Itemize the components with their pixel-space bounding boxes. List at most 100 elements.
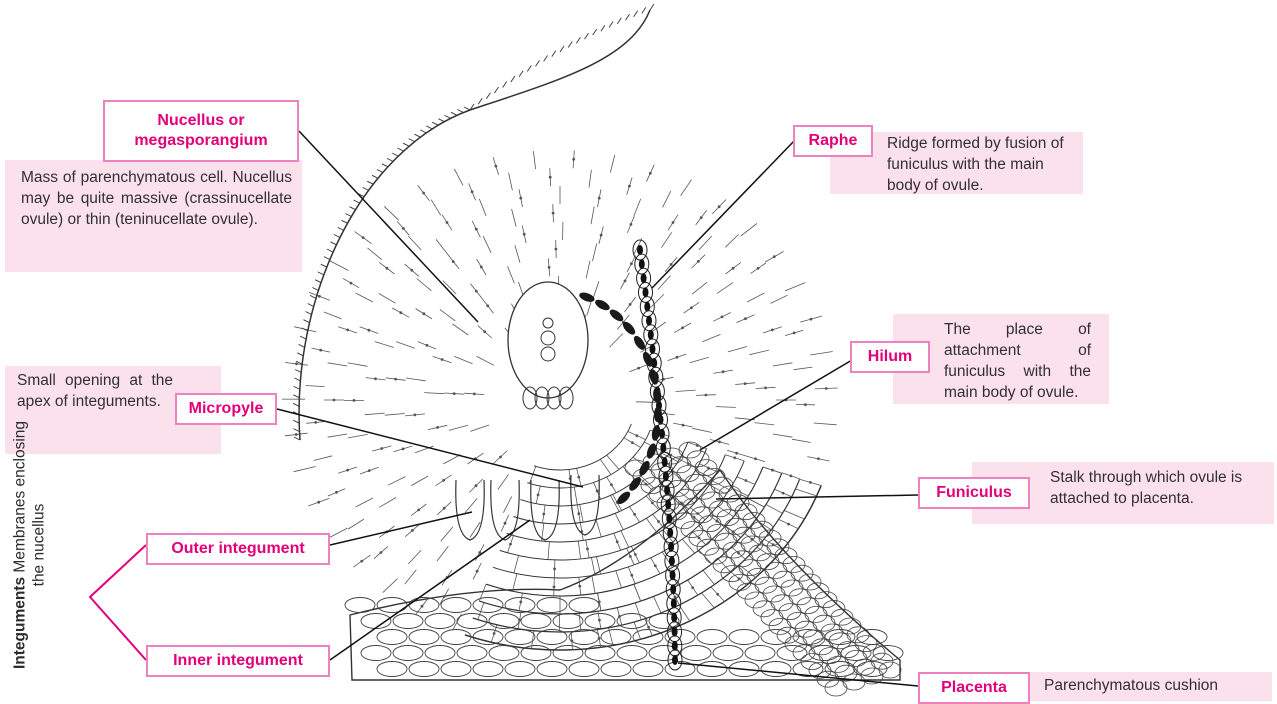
cell-nucleus (680, 502, 683, 505)
strand-cell-nucleus (663, 471, 669, 481)
cell-wall (443, 455, 460, 464)
epidermal-hair (306, 312, 312, 315)
cell-nucleus (333, 399, 336, 402)
cell-layer-boundary (534, 424, 631, 470)
dark-cell (645, 442, 658, 460)
cell-nucleus (504, 522, 507, 525)
cell-nucleus (716, 520, 719, 523)
cell-wall (784, 511, 804, 520)
cell-nucleus (672, 221, 675, 224)
epidermal-hair (312, 288, 318, 291)
cell-nucleus (549, 176, 552, 179)
cell-nucleus (598, 637, 601, 640)
cell-wall (483, 236, 491, 253)
cell-nucleus (610, 483, 613, 486)
strand-cell-nucleus (672, 655, 678, 665)
cell-nucleus (598, 197, 601, 200)
epidermal-hair (601, 25, 605, 31)
integuments-subtitle-line1: Membranes enclosing (11, 421, 28, 573)
cell-nucleus (810, 318, 813, 321)
dark-cell (652, 387, 662, 404)
cell-wall (411, 476, 428, 486)
epidermal-hair (392, 153, 398, 156)
cell-wall (365, 413, 385, 415)
cell-nucleus (754, 457, 757, 460)
cell-nucleus (402, 227, 405, 230)
cell-nucleus (809, 481, 812, 484)
epidermal-hair (626, 14, 630, 20)
cell-nucleus (475, 228, 478, 231)
epidermal-hair (650, 4, 654, 10)
cell-nucleus (411, 529, 414, 532)
strand-cell-nucleus (639, 259, 645, 269)
cell-wall (814, 423, 837, 425)
cell-nucleus (421, 605, 424, 608)
epidermal-hair (324, 257, 330, 260)
cell-nucleus (633, 513, 636, 516)
strand-cell-nucleus (672, 627, 678, 637)
cell-nucleus (772, 543, 775, 546)
integuments-side-label: Integuments Membranes enclosing the nuce… (10, 400, 50, 690)
epidermal-hair (293, 420, 299, 423)
cell-nucleus (738, 577, 741, 580)
strand-cell-nucleus (672, 641, 678, 651)
cell-nucleus (773, 255, 776, 258)
cell-nucleus (577, 512, 580, 515)
epidermal-hair (310, 295, 316, 298)
epidermal-hair (560, 46, 564, 52)
cell-wall (329, 261, 348, 271)
cell-nucleus (572, 158, 575, 161)
cell-wall (515, 245, 520, 262)
cell-wall (750, 350, 769, 355)
cell-nucleus (374, 377, 377, 380)
epidermal-hair (593, 29, 597, 35)
cell-wall (663, 191, 671, 207)
cell-wall (431, 200, 441, 216)
cell-wall (385, 414, 405, 416)
cell-nucleus (745, 479, 748, 482)
cell-nucleus (380, 447, 383, 450)
cell-nucleus (744, 317, 747, 320)
cell-nucleus (629, 555, 632, 558)
cell-nucleus (314, 421, 317, 424)
epidermal-hair (464, 107, 470, 110)
cell-wall (388, 477, 406, 486)
ovule-illustration (282, 4, 903, 696)
epidermal-hair (445, 115, 451, 118)
cell-nucleus (577, 476, 580, 479)
cell-nucleus (394, 378, 397, 381)
cell-nucleus (362, 236, 365, 239)
cell-wall (356, 498, 373, 507)
cell-nucleus (368, 329, 371, 332)
cell-wall (408, 550, 421, 564)
inner-integument-label: Inner integument (146, 645, 330, 677)
funiculus-label: Funiculus (918, 477, 1030, 509)
cell-nucleus (718, 441, 721, 444)
cell-nucleus (443, 507, 446, 510)
hilum-leader-line (700, 360, 852, 450)
cell-nucleus (630, 574, 633, 577)
cell-wall (294, 467, 316, 472)
cell-nucleus (475, 290, 478, 293)
cell-nucleus (453, 392, 456, 395)
cell-nucleus (624, 280, 627, 283)
embryo-sac-cavity (508, 282, 588, 398)
integument-lobe (531, 480, 559, 540)
cell-wall (690, 357, 709, 362)
integuments-bracket (90, 545, 146, 660)
cell-nucleus (732, 530, 735, 533)
cell-nucleus (483, 330, 486, 333)
cell-wall (593, 244, 597, 262)
cell-wall (725, 234, 738, 247)
cell-wall (379, 498, 396, 508)
cell-wall (454, 356, 472, 363)
epidermal-hair (350, 207, 356, 210)
embryo-sac (508, 282, 588, 409)
cell-nucleus (693, 516, 696, 519)
cell-wall (810, 352, 833, 356)
cell-wall (591, 207, 594, 225)
cell-nucleus (721, 316, 724, 319)
cell-wall (368, 248, 382, 260)
cell-wall (470, 425, 489, 431)
cell-wall (634, 199, 641, 216)
